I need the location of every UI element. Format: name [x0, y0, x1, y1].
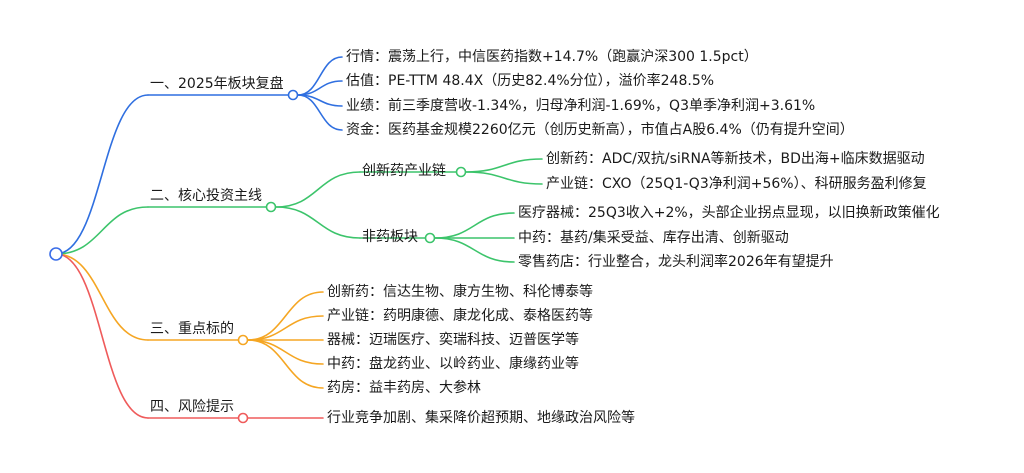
leaf-3-5-connector	[247, 339, 324, 389]
leaf-3-4-connector	[247, 339, 324, 365]
branch-2-title[interactable]: 二、核心投资主线	[150, 188, 262, 204]
sub-2-1-title[interactable]: 创新药产业链	[362, 163, 446, 179]
leaf-1-3[interactable]: 业绩：前三季度营收-1.34%，归母净利润-1.69%，Q3单季净利润+3.61…	[346, 98, 816, 114]
leaf-2-1-2-connector	[465, 171, 543, 185]
branch-3-connector	[55, 253, 149, 341]
leaf-2-1-1-connector	[465, 158, 543, 173]
leaf-3-4[interactable]: 中药：盘龙药业、以岭药业、康缘药业等	[327, 356, 579, 372]
sub-2-2-node[interactable]	[424, 232, 436, 244]
leaf-2-1-1[interactable]: 创新药：ADC/双抗/siRNA等新技术，BD出海+临床数据驱动	[546, 151, 925, 167]
sub-2-1-connector	[275, 171, 361, 208]
leaf-3-1-connector	[247, 291, 324, 341]
sub-2-1-node[interactable]	[455, 166, 467, 178]
branch-1-title[interactable]: 一、2025年板块复盘	[150, 76, 284, 92]
sub-2-2-title[interactable]: 非药板块	[362, 229, 418, 245]
leaf-3-1[interactable]: 创新药：信达生物、康方生物、科伦博泰等	[327, 284, 593, 300]
leaf-2-2-1[interactable]: 医疗器械：25Q3收入+2%，头部企业拐点显现，以旧换新政策催化	[518, 205, 940, 221]
leaf-1-2[interactable]: 估值：PE-TTM 48.4X（历史82.4%分位），溢价率248.5%	[346, 73, 715, 89]
branch-2-connector	[55, 206, 149, 255]
branch-4-connector	[55, 253, 149, 419]
leaf-3-2[interactable]: 产业链：药明康德、康龙化成、泰格医药等	[327, 308, 593, 324]
leaf-1-1[interactable]: 行情：震荡上行，中信医药指数+14.7%（跑赢沪深300 1.5pct）	[346, 49, 758, 65]
leaf-3-5[interactable]: 药房：益丰药房、大参林	[327, 380, 481, 396]
sub-2-2-connector	[275, 206, 361, 239]
leaf-2-2-2[interactable]: 中药：基药/集采受益、库存出清、创新驱动	[518, 230, 789, 246]
leaf-4-1[interactable]: 行业竞争加剧、集采降价超预期、地缘政治风险等	[327, 410, 635, 426]
leaf-2-2-1-connector	[434, 212, 515, 239]
leaf-2-1-2[interactable]: 产业链：CXO（25Q1-Q3净利润+56%）、科研服务盈利修复	[546, 176, 927, 192]
leaf-2-2-3[interactable]: 零售药店：行业整合，龙头利润率2026年有望提升	[518, 254, 834, 270]
branch-1-node[interactable]	[287, 89, 299, 101]
branch-3-node[interactable]	[237, 334, 249, 346]
branch-4-node[interactable]	[237, 412, 249, 424]
leaf-1-4[interactable]: 资金：医药基金规模2260亿元（创历史新高），市值占A股6.4%（仍有提升空间）	[346, 122, 854, 138]
branch-1-connector	[55, 94, 149, 255]
leaf-1-1-connector	[297, 56, 343, 96]
leaf-3-2-connector	[247, 315, 324, 341]
branch-4-title[interactable]: 四、风险提示	[150, 399, 234, 415]
leaf-1-4-connector	[297, 94, 343, 131]
leaf-2-2-3-connector	[434, 237, 515, 263]
branch-2-node[interactable]	[265, 201, 277, 213]
branch-3-title[interactable]: 三、重点标的	[150, 321, 234, 337]
root-node[interactable]	[49, 247, 63, 261]
leaf-3-3[interactable]: 器械：迈瑞医疗、奕瑞科技、迈普医学等	[327, 332, 579, 348]
